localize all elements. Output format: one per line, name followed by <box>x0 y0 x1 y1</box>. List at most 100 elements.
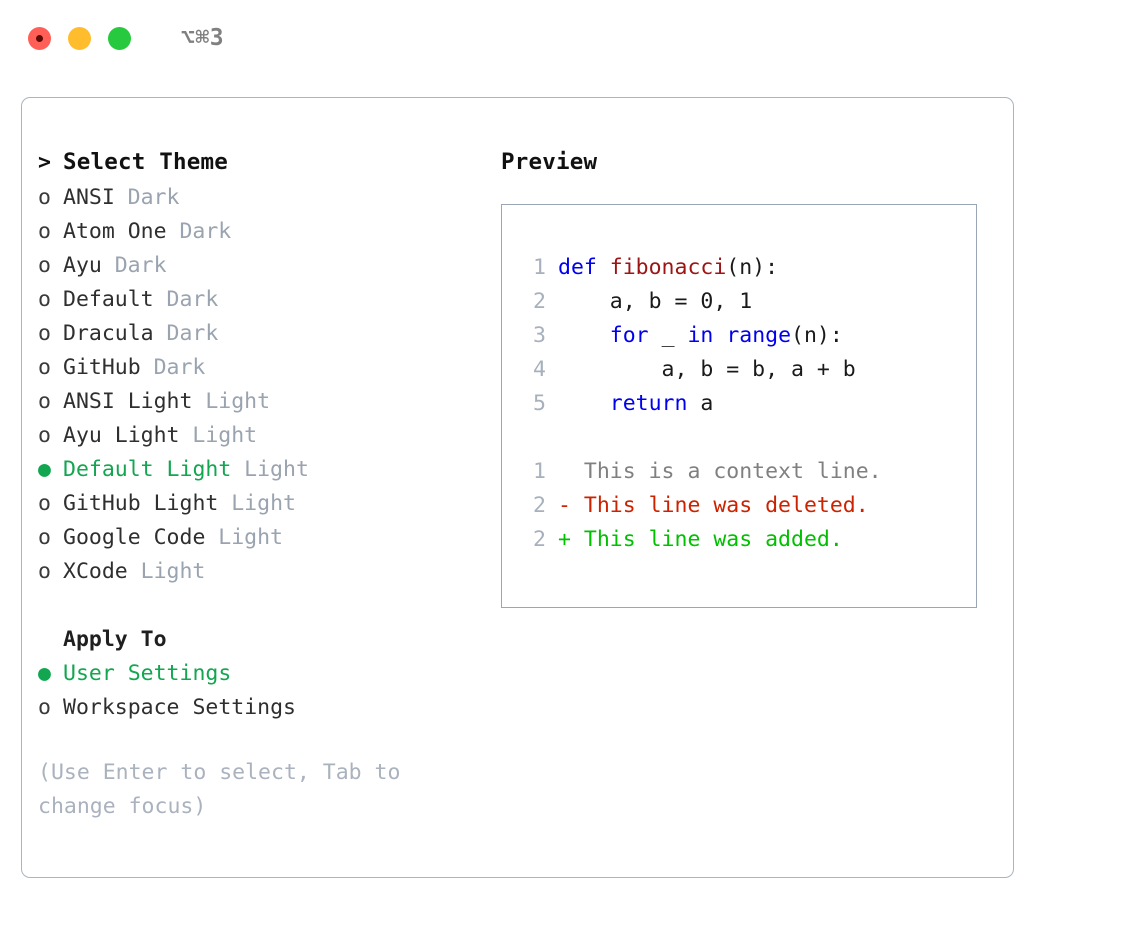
keyboard-shortcut-label: ⌥⌘3 <box>181 24 225 51</box>
code-line: 4 a, b = b, a + b <box>520 353 976 387</box>
theme-variant: Dark <box>179 219 232 244</box>
code-token <box>558 387 610 421</box>
diff-line-added: 2 + This line was added. <box>520 523 976 557</box>
radio-unselected-icon[interactable]: o <box>38 695 51 720</box>
radio-unselected-icon[interactable]: o <box>38 185 51 210</box>
theme-name: Ayu <box>63 253 102 278</box>
prompt-caret-icon: > <box>38 150 51 175</box>
line-number: 2 <box>533 289 546 314</box>
code-token <box>558 319 610 353</box>
line-number: 5 <box>533 391 546 416</box>
line-number: 1 <box>533 255 546 280</box>
line-number: 3 <box>533 323 546 348</box>
radio-unselected-icon[interactable]: o <box>38 423 51 448</box>
blank-marker-icon: o <box>38 623 63 657</box>
theme-list: o ANSI Dark o Atom One Dark o Ayu Dark <box>38 181 478 589</box>
theme-name: Default Light <box>63 457 232 482</box>
theme-variant: Light <box>244 457 309 482</box>
theme-name: GitHub Light <box>63 491 219 516</box>
theme-variant: Dark <box>114 253 167 278</box>
code-token: range <box>726 323 792 348</box>
apply-to-label: Apply To <box>63 627 167 652</box>
radio-unselected-icon[interactable]: o <box>38 525 51 550</box>
page-title: Select Theme <box>63 149 228 175</box>
apply-to-option-label: Workspace Settings <box>63 695 296 720</box>
radio-unselected-icon[interactable]: o <box>38 559 51 584</box>
radio-unselected-icon[interactable]: o <box>38 287 51 312</box>
radio-unselected-icon[interactable]: o <box>38 253 51 278</box>
code-token: for <box>609 323 649 348</box>
theme-list-item[interactable]: o Ayu Dark <box>38 249 478 283</box>
code-line: 3 for _ in range (n): <box>520 319 976 353</box>
code-token: a, b = b, a + b <box>558 357 856 382</box>
code-token: (n): <box>791 323 843 348</box>
apply-to-option-label: User Settings <box>63 661 232 686</box>
theme-list-item-selected[interactable]: ● Default Light Light <box>38 453 478 487</box>
maximize-button[interactable] <box>108 26 131 50</box>
theme-variant: Light <box>231 491 296 516</box>
theme-variant: Light <box>192 423 258 448</box>
preview-box: 1 def fibonacci (n): 2 a, b = 0, 1 3 <box>501 204 977 608</box>
code-sample: 1 def fibonacci (n): 2 a, b = 0, 1 3 <box>520 251 976 421</box>
theme-name: Ayu Light <box>63 423 180 448</box>
preview-title: Preview <box>501 149 598 175</box>
line-number: 4 <box>533 357 546 382</box>
theme-list-item[interactable]: o ANSI Dark <box>38 181 478 215</box>
theme-name: ANSI Light <box>63 389 193 414</box>
theme-variant: Dark <box>153 355 206 380</box>
radio-selected-icon[interactable]: ● <box>38 457 51 482</box>
theme-name: ANSI <box>63 185 115 210</box>
theme-list-item[interactable]: o GitHub Dark <box>38 351 478 385</box>
theme-list-item[interactable]: o GitHub Light Light <box>38 487 478 521</box>
theme-list-item[interactable]: o Google Code Light <box>38 521 478 555</box>
diff-line-deleted: 2 - This line was deleted. <box>520 489 976 523</box>
code-line: 5 return a <box>520 387 976 421</box>
theme-variant: Dark <box>127 185 180 210</box>
preview-gap <box>520 421 976 455</box>
code-token: a, b = 0, 1 <box>558 289 753 314</box>
theme-name: XCode <box>63 559 128 584</box>
close-button[interactable] <box>28 26 51 50</box>
main-panel: > Select Theme o ANSI Dark o Atom One Da… <box>21 97 1014 878</box>
diff-text: - This line was deleted. <box>558 493 869 518</box>
apply-to-option-selected[interactable]: ● User Settings <box>38 657 478 691</box>
radio-unselected-icon[interactable]: o <box>38 219 51 244</box>
radio-unselected-icon[interactable]: o <box>38 321 51 346</box>
code-token <box>713 319 726 353</box>
theme-list-item[interactable]: o Ayu Light Light <box>38 419 478 453</box>
title-bar: ⌥⌘3 <box>0 0 1140 76</box>
code-token: def <box>558 255 610 280</box>
theme-list-item[interactable]: o Dracula Dark <box>38 317 478 351</box>
radio-unselected-icon[interactable]: o <box>38 491 51 516</box>
theme-list-item[interactable]: o Atom One Dark <box>38 215 478 249</box>
theme-name: Atom One <box>63 219 167 244</box>
keyboard-hint-text: (Use Enter to select, Tab to change focu… <box>38 760 401 819</box>
radio-selected-icon[interactable]: ● <box>38 661 51 686</box>
theme-name: Google Code <box>63 525 206 550</box>
diff-text: This is a context line. <box>558 459 882 484</box>
theme-list-item[interactable]: o XCode Light <box>38 555 478 589</box>
code-token: in <box>687 323 714 348</box>
theme-variant: Dark <box>166 321 219 346</box>
line-number: 2 <box>533 527 546 552</box>
theme-name: Default <box>63 287 154 312</box>
theme-name: GitHub <box>63 355 141 380</box>
code-line: 1 def fibonacci (n): <box>520 251 976 285</box>
theme-list-item[interactable]: o ANSI Light Light <box>38 385 478 419</box>
apply-to-option[interactable]: o Workspace Settings <box>38 691 478 725</box>
theme-variant: Light <box>205 389 271 414</box>
apply-to-group: o Apply To ● User Settings o Workspace S… <box>38 623 478 725</box>
diff-text: + This line was added. <box>558 527 843 552</box>
theme-list-item[interactable]: o Default Dark <box>38 283 478 317</box>
preview-pane: Preview 1 def fibonacci (n): 2 a, b = 0,… <box>501 143 991 608</box>
radio-unselected-icon[interactable]: o <box>38 389 51 414</box>
list-spacer <box>38 589 478 623</box>
radio-unselected-icon[interactable]: o <box>38 355 51 380</box>
code-token: a <box>687 391 714 416</box>
code-token: _ <box>648 323 688 348</box>
theme-picker-heading: > Select Theme <box>38 143 478 181</box>
minimize-button[interactable] <box>68 26 91 50</box>
theme-picker: > Select Theme o ANSI Dark o Atom One Da… <box>38 143 478 725</box>
theme-name: Dracula <box>63 321 154 346</box>
